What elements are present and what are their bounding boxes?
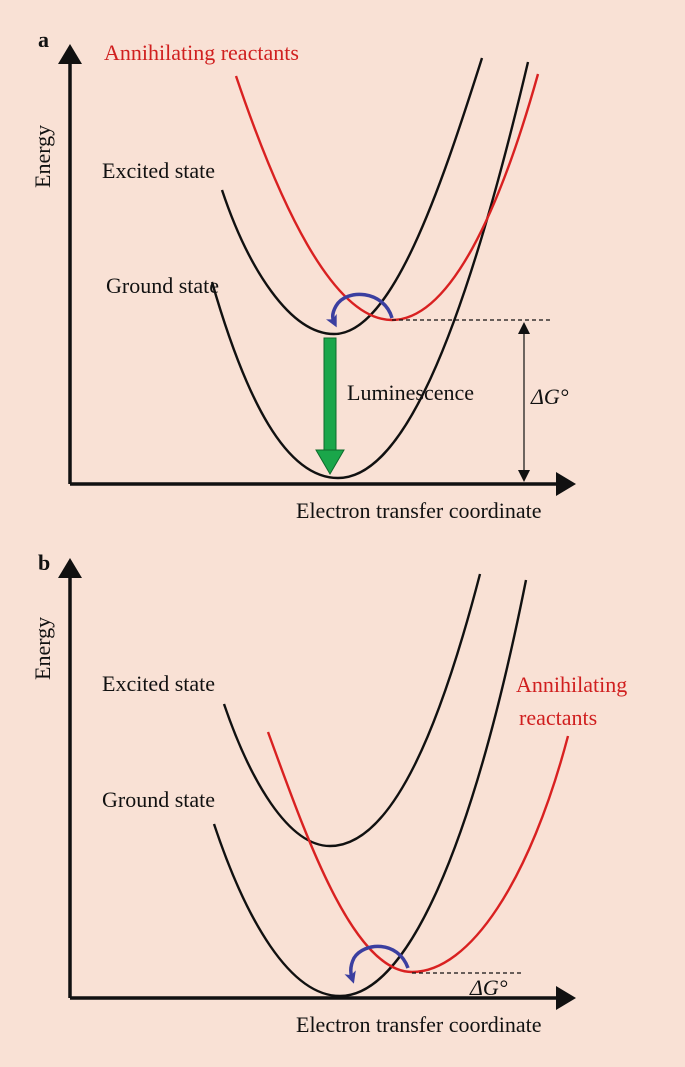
panel-a-ground-state-curve <box>210 61 530 480</box>
panel-b: b Energy Electron transfer coordinate Ex… <box>30 550 627 1037</box>
panel-b-axes <box>58 558 576 1010</box>
panel-a-x-axis-label: Electron transfer coordinate <box>296 498 542 523</box>
panel-b-annihilating-label-line1: Annihilating <box>516 672 627 697</box>
panel-b-y-axis-label: Energy <box>30 617 55 680</box>
panel-a-axes <box>58 44 576 496</box>
panel-b-crossing-arrow-icon <box>344 944 410 984</box>
panel-b-excited-state-curve <box>222 573 482 848</box>
panel-b-x-axis-arrow-icon <box>556 986 576 1010</box>
panel-b-reactants-curve <box>266 731 570 974</box>
panel-b-ground-state-curve <box>212 579 528 998</box>
panel-a-delta-g-label: ΔG° <box>530 384 569 409</box>
panel-b-ground-state-label: Ground state <box>102 787 215 812</box>
panel-b-excited-state-label: Excited state <box>102 671 215 696</box>
panel-a-annihilating-label: Annihilating reactants <box>104 40 299 65</box>
panel-a-luminescence-label: Luminescence <box>347 380 474 405</box>
panel-a-excited-state-label: Excited state <box>102 158 215 183</box>
panel-a-ground-state-label: Ground state <box>106 273 219 298</box>
panel-b-delta-g-label: ΔG° <box>469 975 508 1000</box>
panel-a-excited-state-curve <box>220 57 484 336</box>
panel-b-letter: b <box>38 550 50 575</box>
panel-a-luminescence-arrow <box>315 337 345 475</box>
panel-a-y-axis-arrow-icon <box>58 44 82 64</box>
panel-b-y-axis-arrow-icon <box>58 558 82 578</box>
panel-a-crossing-arrow-icon <box>325 292 394 328</box>
panel-b-x-axis-label: Electron transfer coordinate <box>296 1012 542 1037</box>
panel-b-annihilating-label-line2: reactants <box>519 705 597 730</box>
panel-a-y-axis-label: Energy <box>30 125 55 188</box>
panel-a-letter: a <box>38 27 49 52</box>
panel-a: a Energy Electron transfer coordinate Ex… <box>30 27 576 523</box>
panel-a-x-axis-arrow-icon <box>556 472 576 496</box>
panel-a-delta-g-arrow <box>518 322 530 482</box>
